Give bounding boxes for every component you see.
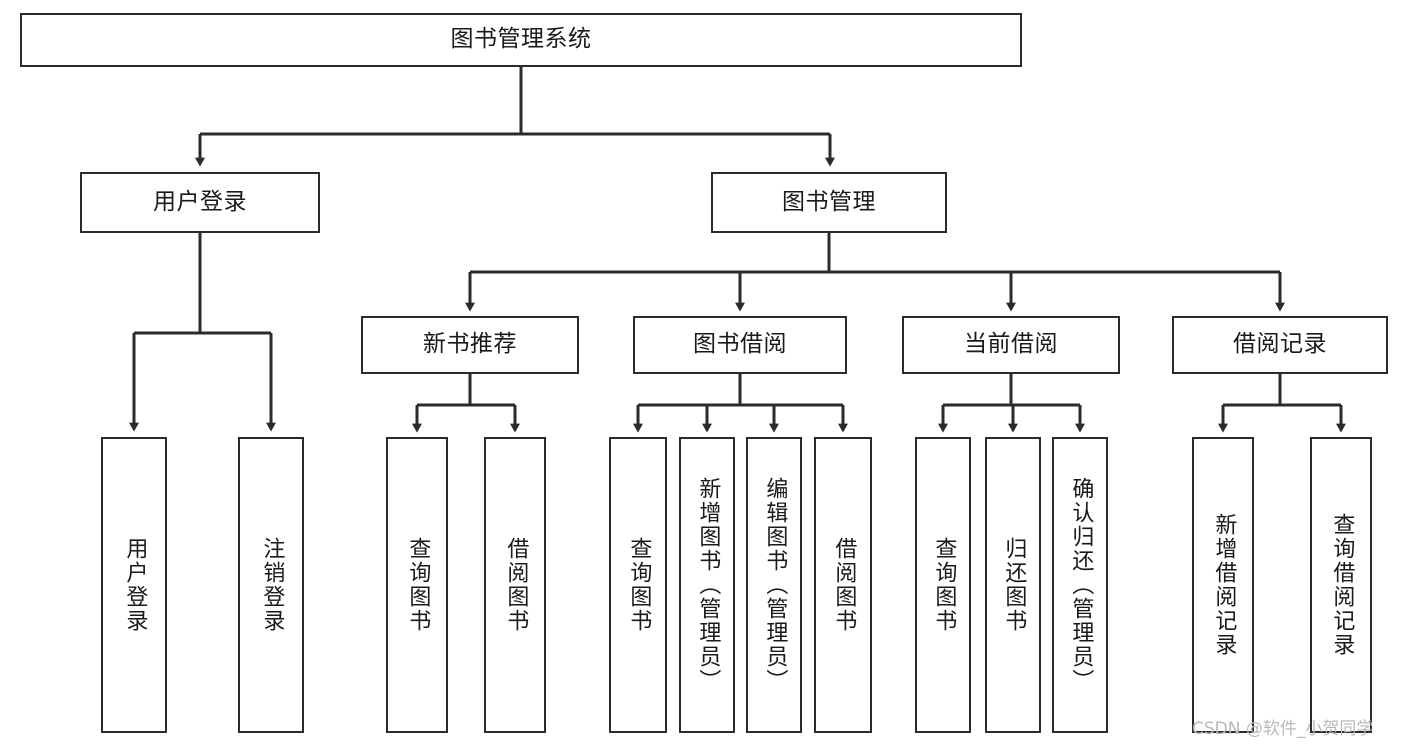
node-current-borrow-label: 当前借阅 — [964, 331, 1058, 358]
node-root-label: 图书管理系统 — [450, 26, 592, 53]
leaf-return-book-label: 归还图书 — [1001, 537, 1027, 633]
leaf-add-record-label: 新增借阅记录 — [1211, 513, 1237, 657]
leaf-borrow-book-1[interactable]: 借阅图书 — [484, 437, 546, 733]
leaf-user-logout-label: 注销登录 — [259, 537, 285, 633]
node-book-manage-label: 图书管理 — [782, 188, 876, 215]
leaf-return-book[interactable]: 归还图书 — [985, 437, 1041, 733]
leaf-query-book-2[interactable]: 查询图书 — [609, 437, 667, 733]
leaf-query-record[interactable]: 查询借阅记录 — [1310, 437, 1372, 733]
leaf-edit-book-label: 编辑图书（管理员） — [762, 477, 788, 693]
leaf-confirm-return-label: 确认归还（管理员） — [1068, 477, 1094, 693]
leaf-user-login[interactable]: 用户登录 — [101, 437, 167, 733]
leaf-query-book-1[interactable]: 查询图书 — [386, 437, 448, 733]
leaf-user-logout[interactable]: 注销登录 — [238, 437, 304, 733]
leaf-query-book-3-label: 查询图书 — [931, 537, 957, 633]
leaf-confirm-return[interactable]: 确认归还（管理员） — [1052, 437, 1108, 733]
leaf-add-record[interactable]: 新增借阅记录 — [1192, 437, 1254, 733]
leaf-borrow-book-2-label: 借阅图书 — [831, 537, 857, 633]
node-book-borrow[interactable]: 图书借阅 — [633, 316, 847, 374]
node-root[interactable]: 图书管理系统 — [20, 13, 1022, 67]
leaf-query-book-2-label: 查询图书 — [626, 537, 652, 633]
leaf-query-book-1-label: 查询图书 — [405, 537, 431, 633]
leaf-user-login-label: 用户登录 — [122, 537, 148, 633]
leaf-borrow-book-2[interactable]: 借阅图书 — [814, 437, 872, 733]
node-borrow-record-label: 借阅记录 — [1233, 331, 1327, 358]
node-user-login[interactable]: 用户登录 — [80, 172, 320, 233]
leaf-add-book-label: 新增图书（管理员） — [695, 477, 721, 693]
node-new-book-recommend-label: 新书推荐 — [423, 331, 517, 358]
node-user-login-label: 用户登录 — [153, 188, 247, 215]
leaf-edit-book[interactable]: 编辑图书（管理员） — [746, 437, 802, 733]
node-borrow-record[interactable]: 借阅记录 — [1172, 316, 1388, 374]
node-new-book-recommend[interactable]: 新书推荐 — [361, 316, 579, 374]
leaf-query-record-label: 查询借阅记录 — [1329, 513, 1355, 657]
leaf-borrow-book-1-label: 借阅图书 — [503, 537, 529, 633]
node-book-borrow-label: 图书借阅 — [693, 331, 787, 358]
node-current-borrow[interactable]: 当前借阅 — [902, 316, 1120, 374]
watermark: CSDN @软件_小贺同学 — [1192, 719, 1374, 739]
leaf-query-book-3[interactable]: 查询图书 — [915, 437, 971, 733]
leaf-add-book[interactable]: 新增图书（管理员） — [679, 437, 735, 733]
node-book-manage[interactable]: 图书管理 — [711, 172, 947, 233]
